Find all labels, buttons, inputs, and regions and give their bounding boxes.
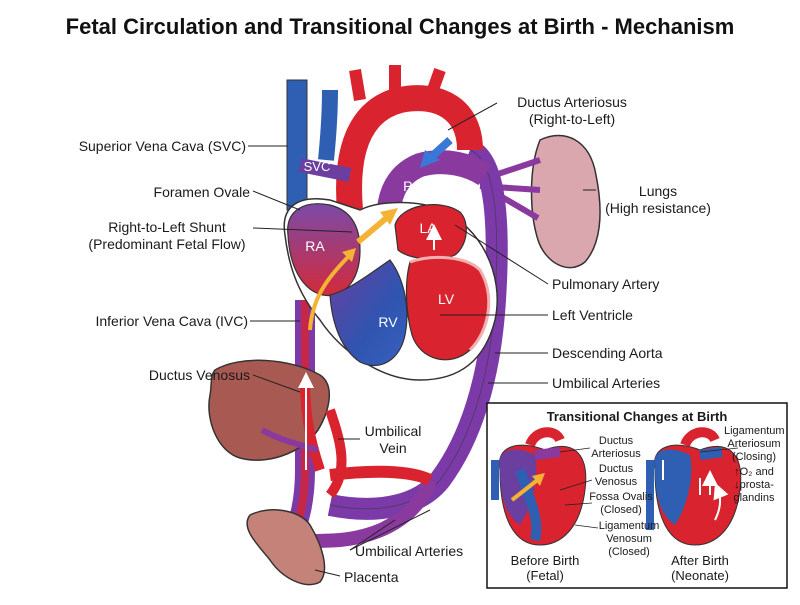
- inset-caption-before: Before Birth (Fetal): [500, 553, 590, 583]
- leader-lines: [248, 102, 596, 577]
- label-pa: PA: [403, 178, 421, 194]
- label-rv: RV: [378, 314, 398, 330]
- inset-fo-line1: Fossa Ovalis: [589, 491, 653, 503]
- inset-label-fossa-ovalis: Fossa Ovalis (Closed): [586, 491, 656, 517]
- label-ductus-venosus: Ductus Venosus: [148, 367, 250, 383]
- label-shunt: Right-to-Left Shunt (Predominant Fetal F…: [82, 219, 252, 253]
- label-ductus-arteriosus: Ductus Arteriosus (Right-to-Left): [497, 94, 647, 128]
- inset-title: Transitional Changes at Birth: [546, 409, 728, 424]
- label-umbilical-vein: Umbilical Vein: [358, 423, 428, 457]
- umbilical-vein-vessel: [325, 408, 347, 499]
- inset-dv-line1: Ductus: [598, 463, 634, 475]
- inset-lv-line2: Venosum: [606, 533, 652, 545]
- inset-label-ligamentum-arteriosum: Ligamentum Arteriosum (Closing): [724, 425, 785, 464]
- label-umbilical-arteries-bottom: Umbilical Arteries: [355, 543, 464, 559]
- inset-lv-line3: (Closed): [608, 546, 650, 558]
- label-descending-aorta: Descending Aorta: [552, 345, 663, 361]
- label-ductus-arteriosus-line1: Ductus Arteriosus: [517, 94, 627, 110]
- label-umbilical-arteries-top: Umbilical Arteries: [552, 375, 661, 391]
- inset-la-line3: (Closing): [731, 451, 776, 463]
- inset-after-line2: (Neonate): [671, 568, 729, 583]
- label-ductus-arteriosus-line2: (Right-to-Left): [528, 111, 616, 127]
- label-lungs-line1: Lungs: [638, 183, 678, 199]
- label-svc: Superior Vena Cava (SVC): [78, 138, 246, 154]
- inset-before-line1: Before Birth: [510, 553, 580, 568]
- aortic-arch: [336, 85, 483, 212]
- inset-da-line2: Arteriosus: [591, 448, 641, 460]
- inset-la-line2: Arteriosum: [727, 438, 781, 450]
- page-title: Fetal Circulation and Transitional Chang…: [65, 14, 735, 39]
- ivc-flow-arrow: [308, 253, 352, 331]
- inset-label-ductus-arteriosus: Ductus Arteriosus: [586, 435, 646, 461]
- inset-da-line1: Ductus: [598, 435, 634, 447]
- inset-label-ductus-venosus: Ductus Venosus: [586, 463, 646, 489]
- label-ivc: Inferior Vena Cava (IVC): [95, 313, 248, 329]
- inset-o2-line1: ↑O₂ and: [734, 466, 774, 478]
- label-foramen-ovale: Foramen Ovale: [153, 184, 250, 200]
- inset-after-heart: [646, 427, 742, 546]
- label-shunt-line1: Right-to-Left Shunt: [108, 219, 226, 235]
- placenta-shape: [246, 509, 326, 586]
- inset-dv-line2: Venosus: [594, 476, 638, 488]
- inset-label-o2-prostaglandins: ↑O₂ and ↓prosta- glandins: [726, 466, 782, 505]
- inset-o2-line3: glandins: [733, 492, 775, 504]
- label-lungs-line2: (High resistance): [605, 200, 711, 216]
- right-ventricle: [329, 259, 408, 367]
- inset-caption-after: After Birth (Neonate): [655, 553, 745, 583]
- label-svc-chamber: SVC: [304, 159, 331, 174]
- inset-after-line1: After Birth: [671, 553, 729, 568]
- label-la: LA: [419, 220, 437, 236]
- inset-fo-line2: (Closed): [600, 504, 642, 516]
- inset-o2-line2: ↓prosta-: [734, 479, 774, 491]
- label-ao: Ao: [391, 120, 408, 136]
- label-lv: LV: [438, 291, 455, 307]
- inset-label-ligamentum-venosum: Ligamentum Venosum (Closed): [596, 520, 662, 559]
- right-atrium: [287, 203, 361, 297]
- lung-shape: [530, 134, 601, 269]
- label-lungs: Lungs (High resistance): [598, 183, 718, 217]
- label-placenta: Placenta: [344, 569, 399, 585]
- inset-lv-line1: Ligamentum: [598, 520, 660, 532]
- label-shunt-line2: (Predominant Fetal Flow): [88, 236, 246, 252]
- inset-before-heart: [491, 427, 587, 546]
- inset-before-line2: (Fetal): [526, 568, 564, 583]
- label-umbilical-vein-line2: Vein: [379, 440, 407, 456]
- inset-la-line1: Ligamentum: [724, 425, 785, 437]
- label-pulmonary-artery: Pulmonary Artery: [552, 276, 660, 292]
- label-left-ventricle: Left Ventricle: [552, 307, 633, 323]
- shunt-arrow: [356, 212, 392, 245]
- label-ra: RA: [305, 238, 325, 254]
- label-umbilical-vein-line1: Umbilical: [364, 423, 422, 439]
